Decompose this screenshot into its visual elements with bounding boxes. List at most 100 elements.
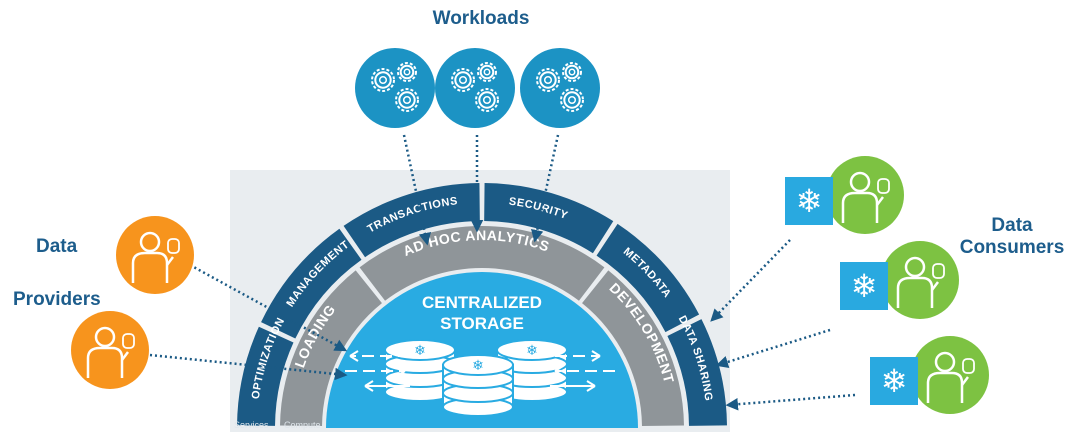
snowflake-icon: ❄ — [472, 358, 484, 374]
gear-ring — [563, 91, 581, 109]
gear-tooth — [562, 62, 582, 82]
gear-tooth — [475, 88, 499, 112]
gear-ring — [479, 64, 495, 80]
gear-tooth — [477, 62, 497, 82]
gear-ring — [454, 71, 472, 89]
gear-ring — [478, 91, 496, 109]
gear-tooth — [560, 88, 584, 112]
workload-gears-icon — [435, 48, 515, 128]
avatar-circle — [911, 336, 989, 414]
database-icon — [932, 263, 945, 279]
services-label: Services — [234, 420, 269, 430]
gear-tooth — [395, 88, 419, 112]
data-provider-icon — [116, 216, 194, 294]
gear-hub — [402, 95, 412, 105]
workload-circle — [355, 48, 435, 128]
person-head — [849, 171, 871, 193]
database-cylinder-icon: ❄ — [442, 354, 514, 417]
person-arm — [931, 281, 939, 291]
avatar-circle — [826, 156, 904, 234]
snowflake-tile — [785, 177, 833, 225]
providers-title-line2: Providers — [13, 289, 101, 310]
gear-hub — [482, 95, 492, 105]
person-body — [131, 251, 169, 283]
workloads-title: Workloads — [433, 8, 530, 29]
workload-gears-icon — [355, 48, 435, 128]
outer-segment — [596, 223, 700, 333]
database-icon — [167, 238, 180, 254]
snowflake-glyph: ❄ — [796, 182, 823, 220]
outer-segment — [237, 326, 294, 426]
connectors — [149, 134, 856, 411]
snowflake-icon: ❄ — [526, 343, 538, 359]
workload-circle — [520, 48, 600, 128]
storage-cylinders: ❄ ❄ ❄ — [384, 339, 568, 417]
cylinder-top — [442, 354, 514, 376]
person-arm — [876, 196, 884, 206]
gear-ring — [398, 91, 416, 109]
snowflake-icon: ❄ — [414, 343, 426, 359]
outer-segment — [484, 183, 614, 254]
gear-tooth — [536, 68, 560, 92]
inner-segment — [280, 270, 382, 427]
workload-gears-icon — [520, 48, 600, 128]
avatar-circle — [71, 311, 149, 389]
database-icon — [877, 178, 890, 194]
snowflake-tile — [840, 262, 888, 310]
gear-ring — [399, 64, 415, 80]
gear-ring — [374, 71, 392, 89]
snowflake-logo-icon: ❄ — [785, 177, 833, 225]
person-body — [86, 346, 124, 378]
providers-title-line1: Data — [36, 236, 78, 257]
gear-hub — [403, 68, 411, 76]
person-head — [94, 326, 116, 348]
snowflake-logo-icon: ❄ — [840, 262, 888, 310]
gear-ring — [539, 71, 557, 89]
person-arm — [121, 351, 129, 361]
gear-ring — [564, 64, 580, 80]
gear-hub — [458, 75, 468, 85]
flow-arrows — [345, 350, 615, 392]
person-arm — [961, 376, 969, 386]
gear-tooth — [371, 68, 395, 92]
gear-hub — [568, 68, 576, 76]
outer-segment — [343, 183, 480, 258]
avatar-circle — [881, 241, 959, 319]
snowflake-glyph: ❄ — [851, 267, 878, 305]
actor-icons: ❄ ❄ ❄ — [71, 48, 989, 414]
person-arm — [166, 256, 174, 266]
person-head — [934, 351, 956, 373]
data-consumer-icon — [911, 336, 989, 414]
gear-hub — [378, 75, 388, 85]
snowflake-logo-icon: ❄ — [870, 357, 918, 405]
center-title-line2: STORAGE — [440, 314, 524, 333]
inner-segment — [582, 270, 684, 427]
center-title-line1: CENTRALIZED — [422, 293, 542, 312]
gear-hub — [543, 75, 553, 85]
person-head — [904, 256, 926, 278]
database-icon — [962, 358, 975, 374]
person-body — [926, 371, 964, 403]
snowflake-tile — [870, 357, 918, 405]
gear-tooth — [451, 68, 475, 92]
avatar-circle — [116, 216, 194, 294]
compute-label: Compute — [284, 420, 321, 430]
snowflake-glyph: ❄ — [881, 362, 908, 400]
gear-tooth — [397, 62, 417, 82]
consumers-title-line1: Data — [991, 215, 1033, 236]
person-head — [139, 231, 161, 253]
data-provider-icon — [71, 311, 149, 389]
gear-hub — [567, 95, 577, 105]
outer-segment — [261, 228, 362, 339]
gear-hub — [483, 68, 491, 76]
person-body — [841, 191, 879, 223]
workload-circle — [435, 48, 515, 128]
consumers-title-line2: Consumers — [960, 237, 1065, 258]
database-icon — [122, 333, 135, 349]
cylinder-top — [496, 339, 568, 361]
person-body — [896, 276, 934, 308]
database-cylinder-icon: ❄ — [496, 339, 568, 402]
data-consumer-icon — [826, 156, 904, 234]
